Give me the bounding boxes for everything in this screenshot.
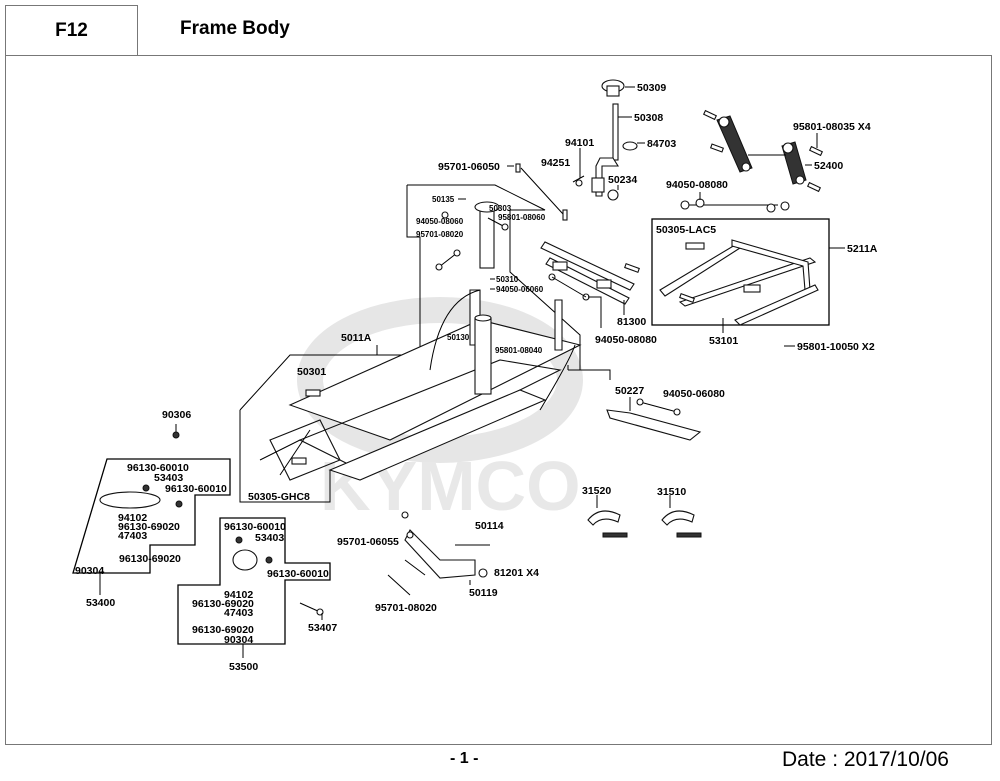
- label-95801-10050: 95801-10050 X2: [797, 341, 875, 353]
- group-53500: [177, 517, 331, 658]
- label-53500-53403: 53403: [255, 532, 284, 544]
- steering-column-group: [406, 184, 581, 370]
- label-31510: 31510: [657, 486, 686, 498]
- label-95801-08035: 95801-08035 X4: [793, 121, 871, 133]
- label-95701-06055: 95701-06055: [337, 536, 399, 548]
- shock-absorbers: [680, 109, 824, 213]
- label-53500-96130-69020-b: 96130-69020: [192, 624, 254, 636]
- label-50305-ghc8: 50305-GHC8: [248, 491, 310, 503]
- page-number: - 1 -: [450, 750, 479, 767]
- label-53500-47403: 47403: [224, 607, 253, 619]
- label-50305-lac5: 50305-LAC5: [656, 224, 716, 236]
- label-95701-06050: 95701-06050: [438, 161, 500, 173]
- label-50119: 50119: [469, 587, 498, 599]
- label-53101: 53101: [709, 335, 738, 347]
- label-90306: 90306: [162, 409, 191, 421]
- label-94050-08080-mid: 94050-08080: [595, 334, 657, 346]
- label-94050-08080-top: 94050-08080: [666, 179, 728, 191]
- steering-post-group: [515, 79, 638, 221]
- label-31520: 31520: [582, 485, 611, 497]
- label-53400-94102: 94102: [118, 512, 147, 524]
- label-53400-96130-69020-a: 96130-69020: [118, 521, 180, 533]
- label-50114: 50114: [475, 520, 504, 532]
- label-50308: 50308: [634, 112, 663, 124]
- clamps: [587, 495, 702, 538]
- label-50310: 50310: [496, 275, 519, 284]
- label-50234: 50234: [608, 174, 637, 186]
- label-81300: 81300: [617, 316, 646, 328]
- cross-tube-81300: [540, 241, 695, 305]
- label-53400-96130-60010-a: 96130-60010: [127, 462, 189, 474]
- document-date: Date : 2017/10/06: [782, 748, 949, 771]
- plate-50227: [606, 397, 702, 441]
- label-50301: 50301: [297, 366, 326, 378]
- label-95801-08060: 95801-08060: [498, 213, 546, 222]
- label-53500: 53500: [229, 661, 258, 673]
- label-95701-08020-bottom: 95701-08020: [375, 602, 437, 614]
- seat-frame-5211a: [651, 218, 830, 326]
- label-53407: 53407: [308, 622, 337, 634]
- label-94050-06060: 94050-06060: [496, 285, 544, 294]
- label-50227: 50227: [615, 385, 644, 397]
- label-53400-90304: 90304: [75, 565, 104, 577]
- page-title: Frame Body: [180, 18, 290, 39]
- label-53400-47403: 47403: [118, 530, 147, 542]
- label-94101: 94101: [565, 137, 594, 149]
- label-53400-96130-60010-b: 96130-60010: [165, 483, 227, 495]
- label-94050-06080: 94050-06080: [663, 388, 725, 400]
- label-50135: 50135: [432, 195, 455, 204]
- label-53500-96130-60010-b: 96130-60010: [267, 568, 329, 580]
- group-53400: [72, 458, 231, 595]
- label-50130: 50130: [447, 333, 470, 342]
- section-code: F12: [5, 5, 138, 55]
- label-81201: 81201 X4: [494, 567, 539, 579]
- label-53400-53403: 53403: [154, 472, 183, 484]
- rear-arm-50119: [299, 511, 490, 616]
- label-53400: 53400: [86, 597, 115, 609]
- label-53500-96130-69020-a: 96130-69020: [192, 598, 254, 610]
- main-frame-5011a: [239, 289, 611, 503]
- label-94251: 94251: [541, 157, 570, 169]
- label-5211a: 5211A: [847, 243, 878, 255]
- label-53500-90304: 90304: [224, 634, 253, 646]
- label-94050-08060: 94050-08060: [416, 217, 464, 226]
- label-53500-96130-60010-a: 96130-60010: [224, 521, 286, 533]
- label-53400-96130-69020-b: 96130-69020: [119, 553, 181, 565]
- diagram-frame: [5, 55, 992, 745]
- label-52400: 52400: [814, 160, 843, 172]
- callout-labels: 50309 50308 84703 94101 94251 50234 9570…: [75, 82, 878, 673]
- kymco-watermark: KYMCO: [297, 297, 583, 525]
- label-84703: 84703: [647, 138, 676, 150]
- label-95701-08020-top: 95701-08020: [416, 230, 464, 239]
- label-53500-94102: 94102: [224, 589, 253, 601]
- label-95801-08040: 95801-08040: [495, 346, 543, 355]
- label-50309: 50309: [637, 82, 666, 94]
- label-5011a: 5011A: [341, 332, 372, 344]
- label-50303: 50303: [489, 204, 512, 213]
